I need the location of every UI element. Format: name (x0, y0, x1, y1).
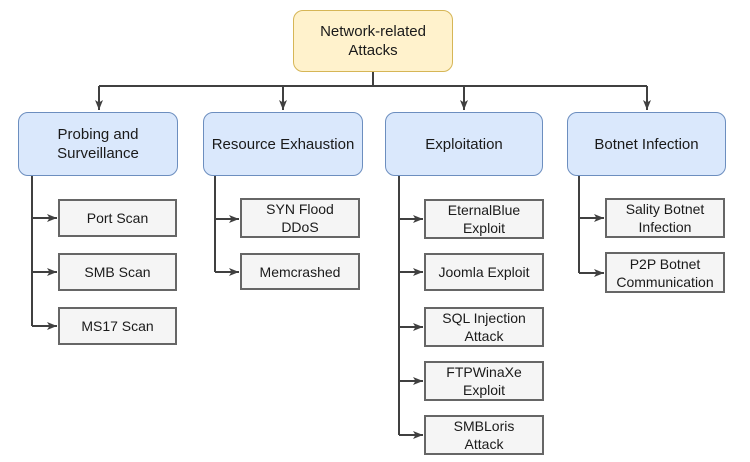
resource-branch-connector (214, 176, 239, 276)
node-ms17-scan: MS17 Scan (58, 307, 177, 345)
node-syn-flood-ddos: SYN Flood DDoS (240, 198, 360, 238)
node-resource-exhaustion: Resource Exhaustion (203, 112, 363, 176)
node-network-related-attacks: Network-related Attacks (293, 10, 453, 72)
node-sality-botnet-infection: Sality Botnet Infection (605, 198, 725, 238)
node-smbloris-attack: SMBLoris Attack (424, 415, 544, 455)
botnet-branch-connector (578, 176, 604, 277)
node-smb-scan: SMB Scan (58, 253, 177, 291)
node-label: Port Scan (86, 210, 149, 226)
node-joomla-exploit: Joomla Exploit (424, 253, 544, 291)
node-label: Probing and Surveillance (57, 126, 139, 162)
node-sql-injection-attack: SQL Injection Attack (424, 307, 544, 347)
node-ftpwinaxe-exploit: FTPWinaXe Exploit (424, 361, 544, 401)
node-exploitation: Exploitation (385, 112, 543, 176)
node-botnet-infection: Botnet Infection (567, 112, 726, 176)
node-probing-and-surveillance: Probing and Surveillance (18, 112, 178, 176)
node-p2p-botnet-communication: P2P Botnet Communication (605, 252, 725, 293)
node-memcrashed: Memcrashed (240, 253, 360, 290)
probing-branch-connector (31, 176, 57, 330)
node-label: SMBLoris Attack (453, 418, 515, 452)
node-label: Joomla Exploit (438, 264, 530, 280)
node-label: FTPWinaXe Exploit (446, 364, 522, 398)
node-label: SQL Injection Attack (442, 310, 526, 344)
node-label: Sality Botnet Infection (625, 201, 705, 235)
node-label: Resource Exhaustion (211, 135, 355, 153)
node-label: MS17 Scan (81, 318, 154, 334)
root-branch-connector (95, 72, 651, 110)
node-label: Exploitation (425, 135, 503, 153)
node-label: P2P Botnet Communication (616, 255, 714, 290)
node-label: Botnet Infection (594, 135, 699, 153)
node-label: SYN Flood DDoS (266, 201, 334, 235)
node-eternalblue-exploit: EternalBlue Exploit (424, 199, 544, 239)
node-label: SMB Scan (84, 264, 151, 280)
node-label: Memcrashed (259, 263, 341, 280)
node-label: EternalBlue Exploit (447, 202, 521, 236)
node-port-scan: Port Scan (58, 199, 177, 237)
exploitation-branch-connector (398, 176, 423, 439)
node-label: Network-related Attacks (320, 23, 426, 59)
